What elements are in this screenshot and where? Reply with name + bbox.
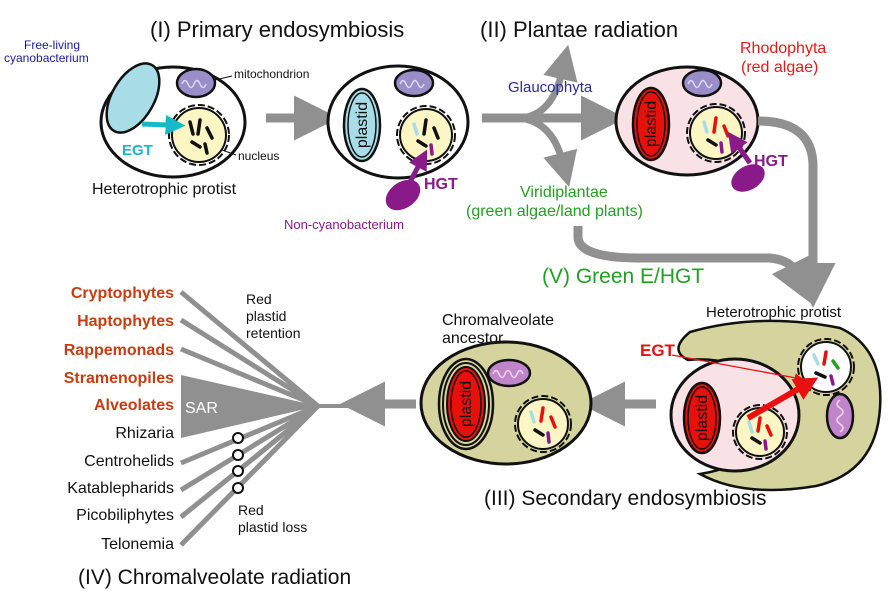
plastid-label-3: plastid (694, 395, 711, 441)
plastid-label-1: plastid (354, 102, 371, 148)
plastid-icon: plastid (682, 381, 722, 455)
arrow-rhodophyta-to-secondary (757, 116, 836, 308)
mitochondrion-pointer (214, 75, 233, 81)
non-cyanobacterium-icon (731, 164, 765, 192)
non-cyanobacterium-label: Non-cyanobacterium (284, 217, 404, 232)
cell-chromalveolate-ancestor: plastid (419, 340, 593, 466)
title-plantae-radiation: (II) Plantae radiation (480, 17, 678, 42)
heterotrophic-protist-label-2: Heterotrophic protist (706, 304, 842, 321)
taxon-label: Haptophytes (77, 313, 174, 330)
taxon-label: Rhizaria (115, 425, 174, 442)
nucleus-label: nucleus (238, 149, 279, 163)
arrow-green-e-hgt (573, 226, 813, 305)
taxon-label: Rappemonads (64, 342, 174, 359)
plastid-icon: plastid (631, 86, 671, 162)
rhodophyta-label-2: (red algae) (741, 59, 818, 76)
plastid-loss-marker (232, 432, 244, 444)
heterotrophic-protist-label: Heterotrophic protist (92, 181, 237, 198)
viridiplantae-label-1: Viridiplantae (520, 184, 608, 201)
plastid-icon: plastid (342, 87, 382, 163)
egt-label-red: EGT (640, 341, 676, 360)
red-retention-label-2: plastid (246, 308, 286, 324)
plastid-loss-marker (232, 449, 244, 461)
taxon-label: Alveolates (94, 397, 174, 414)
taxon-label: Cryptophytes (71, 285, 174, 302)
non-cyanobacterium-icon (385, 179, 421, 211)
hgt-arrow-1 (407, 149, 428, 184)
rhodophyta-label-1: Rhodophyta (740, 40, 826, 57)
taxon-label: Katablepharids (67, 480, 174, 497)
mitochondrion-icon (681, 68, 723, 98)
plastid-icon: plastid (437, 357, 495, 451)
free-living-label-2: cyanobacterium (4, 51, 89, 65)
plastid-label-2: plastid (643, 101, 660, 147)
cyanobacterium-icon (105, 62, 161, 134)
plastid-loss-marker (232, 482, 244, 494)
hgt-label-2: HGT (754, 153, 788, 170)
egt-pointer-red (671, 354, 804, 383)
sar-wedge (181, 375, 318, 438)
title-chromalveolate-radiation: (IV) Chromalveolate radiation (78, 566, 351, 589)
cell-primary-plastid: plastid (326, 64, 470, 180)
red-retention-label-3: retention (246, 325, 300, 341)
egt-label-cyan: EGT (122, 142, 153, 159)
chromalveolate-label-1: Chromalveolate (442, 312, 554, 329)
chromalveolate-fan (179, 290, 354, 547)
nucleus-icon (514, 395, 572, 453)
title-primary-endosymbiosis: (I) Primary endosymbiosis (150, 17, 404, 42)
plastid-label-4: plastid (458, 381, 475, 427)
red-loss-label-2: plastid loss (238, 519, 307, 535)
plantae-radiation-arrows (482, 44, 626, 188)
glaucophyta-label: Glaucophyta (508, 79, 593, 96)
hgt-label-1: HGT (424, 176, 458, 193)
cell-secondary-host: plastid (669, 319, 882, 492)
red-loss-label-1: Red (238, 502, 264, 518)
sar-label: SAR (185, 400, 218, 417)
nucleus-icon (168, 104, 230, 166)
mitochondrion-icon (486, 358, 532, 388)
hgt-arrow-2 (727, 131, 753, 165)
title-green-e-hgt: (V) Green E/HGT (542, 265, 704, 288)
free-living-label-1: Free-living (24, 38, 80, 52)
mitochondrion-icon (825, 392, 855, 440)
cell-rhodophyta: plastid (614, 65, 760, 177)
viridiplantae-label-2: (green algae/land plants) (466, 203, 643, 220)
title-secondary-endosymbiosis: (III) Secondary endosymbiosis (484, 487, 766, 510)
egt-arrow-red (746, 377, 819, 421)
nucleus-icon (732, 404, 788, 460)
mitochondrion-label: mitochondrion (234, 67, 309, 81)
taxon-label: Telonemia (101, 536, 174, 553)
mitochondrion-icon (175, 67, 217, 99)
nucleus-pointer (221, 149, 237, 156)
plastid-loss-marker (232, 465, 244, 477)
taxon-label: Picobiliphytes (76, 507, 174, 524)
red-retention-label-1: Red (246, 291, 272, 307)
mitochondrion-icon (393, 68, 435, 98)
taxon-label: Stramenopiles (64, 370, 174, 387)
egt-arrow-cyan (141, 114, 186, 135)
taxon-label: Centrohelids (84, 453, 174, 470)
taxa-list: CryptophytesHaptophytesRappemonadsStrame… (64, 285, 174, 553)
